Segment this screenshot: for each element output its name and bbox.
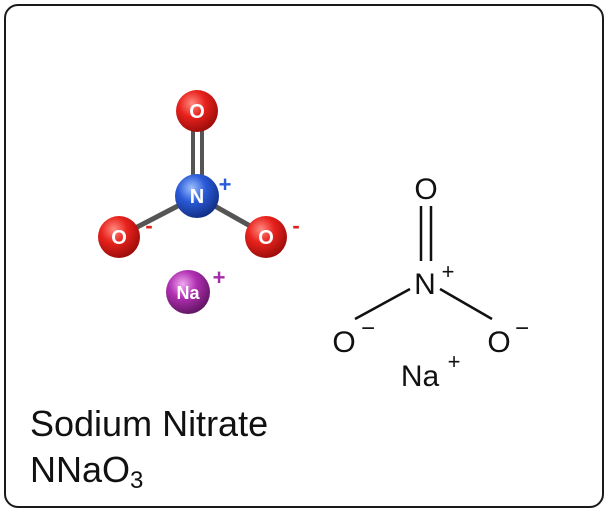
formula-main: NNaO bbox=[30, 449, 131, 490]
skeletal-oxygen-left-charge: − bbox=[361, 315, 375, 342]
oxygen-atom-top-label: O bbox=[189, 101, 205, 123]
skeletal-formula: O N + O − O − Na + bbox=[332, 173, 529, 393]
skeletal-sodium: Na bbox=[401, 360, 440, 393]
oxygen-atom-right bbox=[245, 216, 287, 258]
diagram-frame bbox=[4, 4, 604, 508]
skeletal-sodium-charge: + bbox=[448, 349, 461, 374]
nitrogen-charge: + bbox=[219, 172, 232, 197]
sodium-atom-label: Na bbox=[176, 283, 200, 303]
skeletal-oxygen-right: O bbox=[487, 326, 510, 359]
skeletal-oxygen-top: O bbox=[414, 173, 437, 206]
compound-formula: NNaO3 bbox=[30, 452, 143, 493]
skeletal-oxygen-right-charge: − bbox=[515, 315, 529, 342]
oxygen-right-charge: - bbox=[292, 213, 299, 238]
skeletal-nitrogen-charge: + bbox=[442, 259, 455, 284]
skeletal-oxygen-left: O bbox=[332, 326, 355, 359]
nitrogen-atom bbox=[175, 174, 219, 218]
ball-and-stick-model: O N + O - O - Na + bbox=[98, 90, 300, 314]
sodium-atom bbox=[166, 270, 210, 314]
sodium-charge: + bbox=[213, 265, 226, 290]
nitrogen-atom-label: N bbox=[190, 186, 204, 208]
formula-subscript: 3 bbox=[130, 467, 144, 494]
compound-name: Sodium Nitrate bbox=[30, 403, 269, 444]
skeletal-bond-left bbox=[354, 287, 411, 321]
oxygen-atom-top bbox=[176, 90, 218, 132]
oxygen-left-charge: - bbox=[145, 213, 152, 238]
oxygen-atom-left-label: O bbox=[111, 227, 127, 249]
oxygen-atom-left bbox=[98, 216, 140, 258]
skeletal-nitrogen: N bbox=[414, 268, 436, 301]
oxygen-atom-right-label: O bbox=[258, 227, 274, 249]
skeletal-bond-right bbox=[439, 287, 493, 321]
